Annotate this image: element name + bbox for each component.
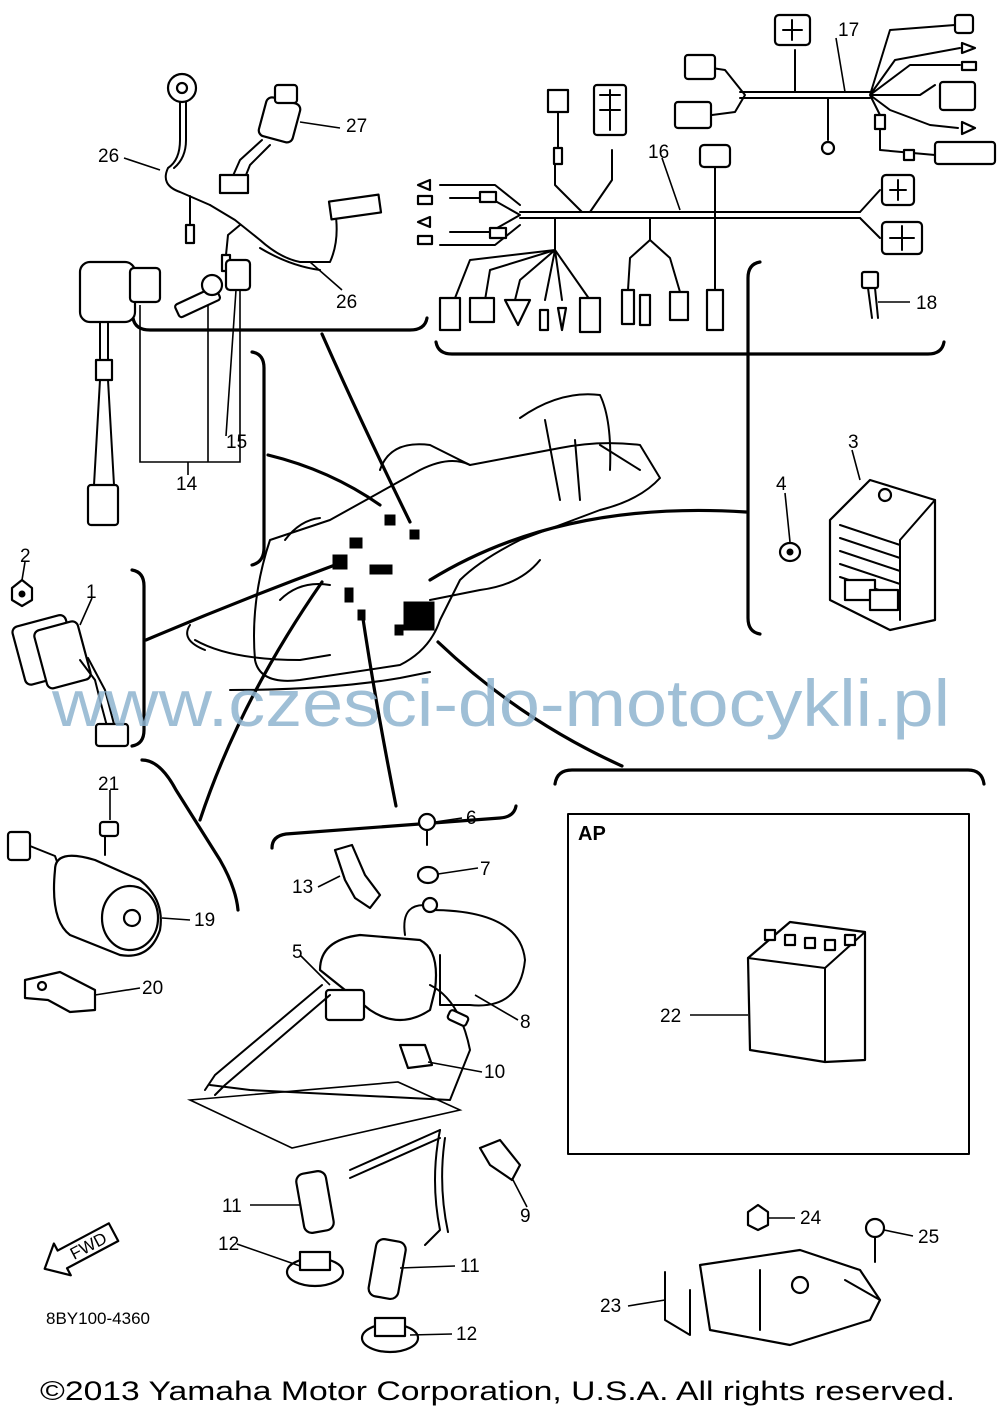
ap-box bbox=[567, 813, 970, 1155]
bracket-switch-group bbox=[250, 350, 266, 567]
part-16-main-wire-harness bbox=[416, 83, 924, 334]
part-25-bolt bbox=[864, 1217, 886, 1263]
callout-20: 20 bbox=[142, 978, 163, 999]
callout-26-upper: 26 bbox=[98, 146, 119, 167]
callout-27: 27 bbox=[346, 116, 367, 137]
part-1-cdi-unit bbox=[11, 614, 130, 748]
callout-6: 6 bbox=[466, 808, 477, 829]
callout-25: 25 bbox=[918, 1227, 939, 1248]
part-23-battery-bracket bbox=[664, 1248, 882, 1347]
callout-7: 7 bbox=[480, 859, 491, 880]
callout-1: 1 bbox=[86, 582, 97, 603]
callout-19: 19 bbox=[194, 910, 215, 931]
callout-8: 8 bbox=[520, 1012, 531, 1033]
bracket-starter-group bbox=[140, 758, 240, 912]
callout-22: 22 bbox=[660, 1006, 681, 1027]
part-10-clamp bbox=[398, 1043, 434, 1070]
part-13-clamp bbox=[333, 843, 382, 910]
part-7-nut bbox=[416, 865, 440, 885]
part-3-rectifier-regulator bbox=[828, 478, 937, 632]
part-17-wire-harness bbox=[673, 13, 997, 166]
part-18-band bbox=[860, 270, 880, 319]
callout-12-right: 12 bbox=[456, 1324, 477, 1345]
callout-3: 3 bbox=[848, 432, 859, 453]
callout-4: 4 bbox=[776, 474, 787, 495]
leader-curve-starter-group bbox=[198, 580, 324, 822]
callout-23: 23 bbox=[600, 1296, 621, 1317]
bracket-ap-group bbox=[553, 768, 986, 786]
part-2-nut bbox=[10, 578, 34, 608]
watermark-text: www.czesci-do-motocykli.pl bbox=[51, 666, 950, 740]
callout-21: 21 bbox=[98, 774, 119, 795]
callout-15: 15 bbox=[226, 432, 247, 453]
part-4-nut bbox=[778, 541, 802, 563]
part-15-key bbox=[224, 258, 252, 292]
part-14-main-switch-assy bbox=[78, 260, 224, 527]
callout-leaders bbox=[21, 37, 914, 1336]
callout-11-left: 11 bbox=[222, 1196, 242, 1217]
leader-curve-top-group bbox=[320, 332, 412, 524]
callout-5: 5 bbox=[292, 942, 303, 963]
leader-curve-switch-group bbox=[266, 453, 382, 507]
bracket-ignition-group bbox=[270, 804, 518, 850]
part-19-starter-motor bbox=[6, 830, 162, 957]
bracket-cdi-group bbox=[130, 568, 146, 748]
snowmobile-illustration bbox=[186, 393, 661, 691]
part-11-plug-cap bbox=[295, 1129, 449, 1301]
part-9-clamp bbox=[478, 1138, 522, 1182]
part-21-cap bbox=[98, 820, 120, 838]
part-27-switch bbox=[218, 83, 302, 195]
callout-9: 9 bbox=[520, 1206, 531, 1227]
callout-labels: 17 16 18 27 26 26 15 14 3 4 1 2 21 19 20… bbox=[20, 20, 939, 1345]
leader-curve-regulator-group bbox=[428, 508, 748, 582]
callout-12-left: 12 bbox=[218, 1234, 239, 1255]
bracket-top-left-group bbox=[131, 316, 429, 332]
fwd-arrow-icon: FWD bbox=[43, 1222, 120, 1277]
part-20-holder bbox=[23, 970, 97, 1014]
callout-10: 10 bbox=[484, 1062, 505, 1083]
part-22-battery bbox=[746, 920, 867, 1064]
ignition-dash-outline bbox=[186, 1081, 463, 1149]
copyright-text: ©2013 Yamaha Motor Corporation, U.S.A. A… bbox=[40, 1376, 955, 1406]
part-12-plug-cover bbox=[285, 1250, 420, 1354]
diagram-code: 8BY100-4360 bbox=[46, 1309, 150, 1328]
leader-curve-ap-group bbox=[436, 640, 624, 768]
part-8-wire bbox=[403, 896, 526, 1027]
callout-11-right: 11 bbox=[460, 1256, 480, 1277]
bracket-harness-group bbox=[434, 340, 946, 356]
callout-16: 16 bbox=[648, 142, 669, 163]
callout-13: 13 bbox=[292, 877, 313, 898]
callout-2: 2 bbox=[20, 546, 31, 567]
part-6-screw bbox=[417, 812, 437, 846]
callout-26-lower: 26 bbox=[336, 292, 357, 313]
callout-17: 17 bbox=[838, 20, 859, 41]
callout-18: 18 bbox=[916, 293, 937, 314]
part-14-15-bracket-lines bbox=[139, 290, 241, 463]
callout-24: 24 bbox=[800, 1208, 822, 1229]
bracket-regulator-group bbox=[746, 260, 762, 636]
callout-14: 14 bbox=[176, 474, 198, 495]
part-5-ignition-coil bbox=[204, 933, 471, 1101]
ap-label: AP bbox=[578, 823, 606, 845]
leader-curve-cdi-group bbox=[144, 563, 337, 642]
leader-curve-ignition-group bbox=[360, 610, 398, 808]
part-24-nut bbox=[746, 1203, 770, 1232]
